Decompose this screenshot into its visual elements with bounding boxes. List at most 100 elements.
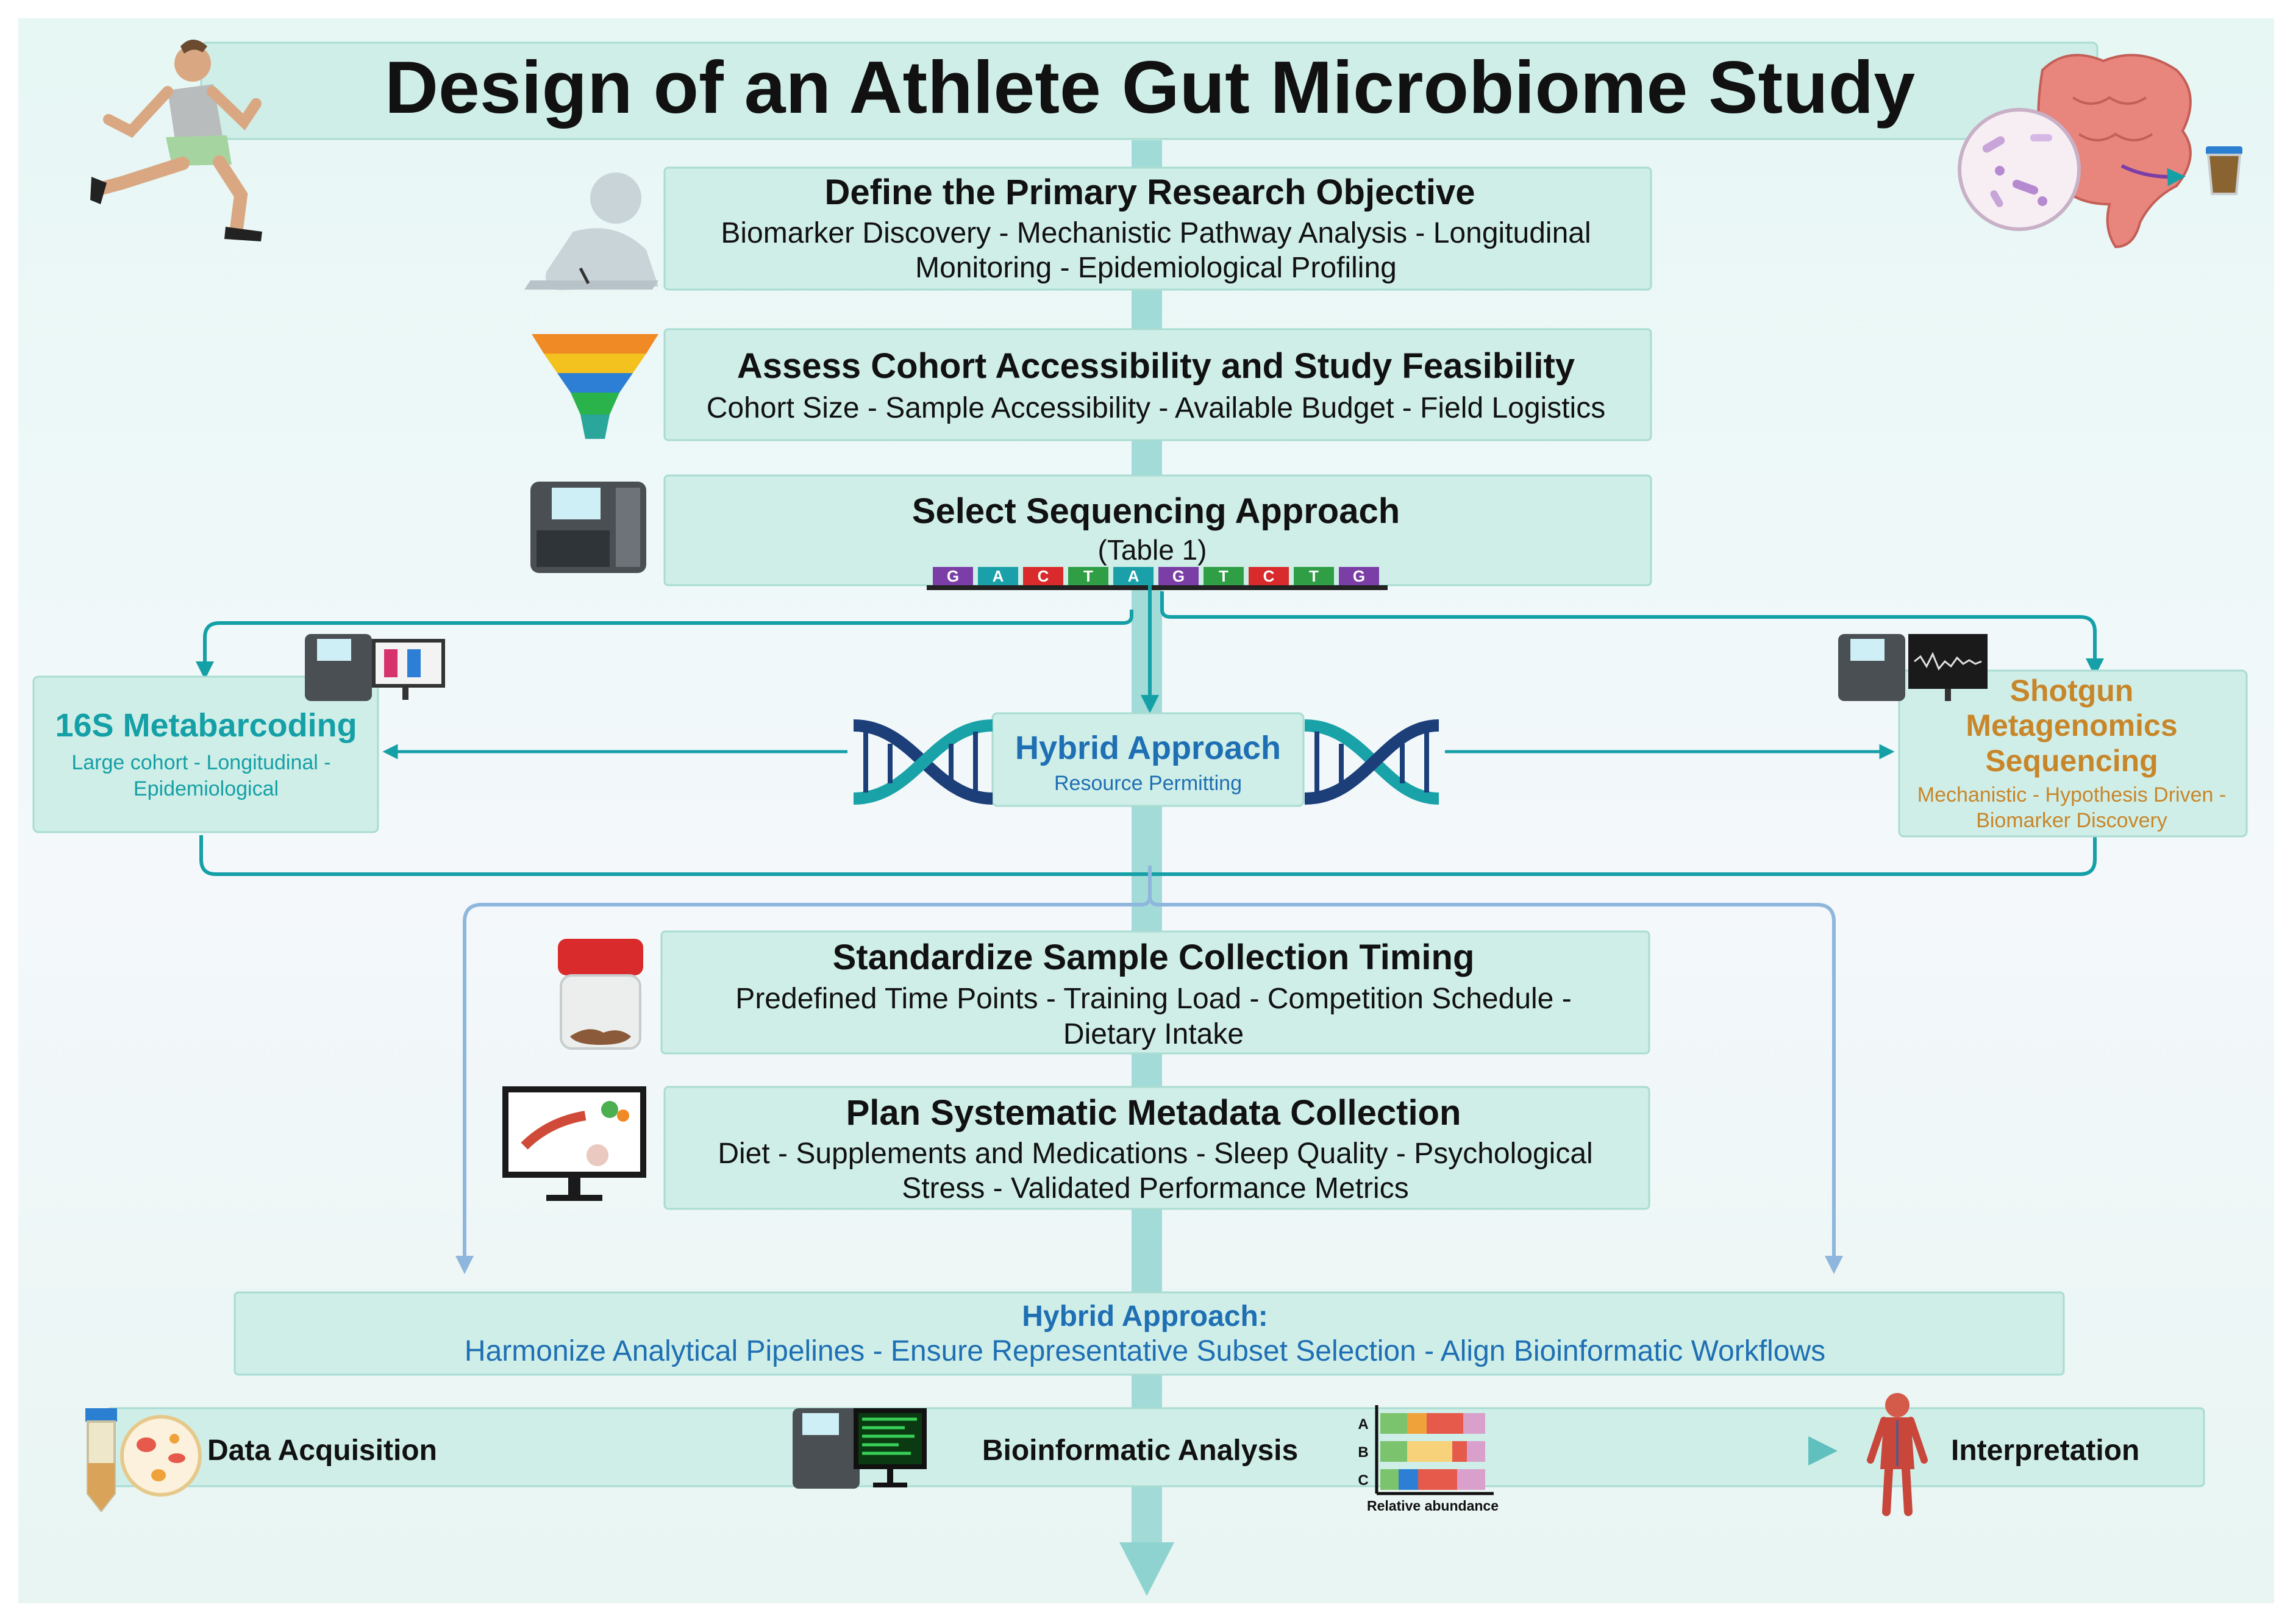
abundance-segment (1463, 1413, 1485, 1434)
sample-jar-icon (558, 939, 643, 1050)
metabarcoding-title: 16S Metabarcoding (55, 707, 357, 744)
sequencer-icon (305, 634, 445, 701)
bracket-line-right (1148, 866, 1843, 1274)
shotgun-title-line3: Sequencing (1985, 744, 2158, 778)
abundance-axis-label: Relative abundance (1367, 1498, 1499, 1514)
abundance-row-label: A (1358, 1416, 1368, 1433)
hybrid-method-box (991, 712, 1305, 807)
dna-base-letter: G (947, 567, 959, 585)
step3-heading: Select Sequencing Approach (912, 491, 1400, 531)
abundance-segment (1427, 1413, 1445, 1434)
dna-base-block (1294, 567, 1334, 585)
hybrid-method-title: Hybrid Approach (1015, 730, 1281, 766)
abundance-segment (1380, 1469, 1399, 1490)
abundance-segment (1407, 1413, 1427, 1434)
abundance-segment (1432, 1441, 1452, 1462)
sequencer-icon (530, 482, 646, 573)
abundance-row-label: B (1358, 1444, 1368, 1461)
dna-helix-icon (853, 719, 993, 805)
hybrid-harmonize-detail: Harmonize Analytical Pipelines - Ensure … (465, 1335, 1825, 1367)
stage-data-acquisition: Data Acquisition (207, 1434, 437, 1467)
dna-base-letter: A (1128, 567, 1139, 585)
step1-detail-line2: Monitoring - Epidemiological Profiling (915, 252, 1397, 284)
metabarcoding-box (32, 675, 379, 833)
metabarcoding-detail-line2: Epidemiological (134, 777, 279, 800)
metadata-monitor-icon (502, 1086, 646, 1201)
backbone-arrowhead (1119, 1542, 1174, 1596)
abundance-segment (1457, 1469, 1485, 1490)
split-line-right (1160, 591, 2104, 677)
dna-base-letter: G (1353, 567, 1365, 585)
hybrid-harmonize-title: Hybrid Approach: (1022, 1300, 1268, 1333)
stage-bioinformatic-analysis: Bioinformatic Analysis (982, 1434, 1298, 1467)
dna-base-letter: T (1083, 567, 1093, 585)
hybrid-method-detail: Resource Permitting (1054, 772, 1242, 795)
abundance-segment (1445, 1413, 1463, 1434)
objective-box (663, 166, 1652, 291)
dna-base-block (1204, 567, 1244, 585)
abundance-segment (1380, 1441, 1407, 1462)
shotgun-box (1898, 669, 2248, 838)
computer-icon (793, 1408, 927, 1489)
step3-table-ref: (Table 1) (1098, 534, 1207, 566)
petri-dish-icon (120, 1415, 202, 1497)
page-title: Design of an Athlete Gut Microbiome Stud… (385, 46, 1915, 129)
human-anatomy-icon (1867, 1393, 1928, 1516)
dna-base-letter: A (993, 567, 1004, 585)
abundance-segment (1418, 1469, 1430, 1490)
dna-base-letter: T (1309, 567, 1319, 585)
shotgun-title-line1: Shotgun (2010, 674, 2134, 708)
step1-detail-line1: Biomarker Discovery - Mechanistic Pathwa… (721, 217, 1591, 249)
step2-detail-line1: Cohort Size - Sample Accessibility - Ava… (707, 392, 1605, 424)
abundance-segment (1380, 1413, 1407, 1434)
dna-base-block (1158, 567, 1199, 585)
stage-interpretation: Interpretation (1951, 1434, 2139, 1467)
test-tube-icon (85, 1408, 117, 1513)
dna-base-block (1023, 567, 1063, 585)
dna-strip-base (927, 585, 1388, 590)
stool-sample-cup-icon (2206, 146, 2242, 195)
abundance-row-label: C (1358, 1472, 1368, 1489)
abundance-segment (1407, 1441, 1432, 1462)
collection-timing-detail-line2: Dietary Intake (1063, 1018, 1244, 1050)
metabarcoding-detail-line1: Large cohort - Longitudinal - (71, 751, 330, 774)
relative-abundance-chart: ABC (1358, 1405, 1494, 1495)
shotgun-detail-line2: Biomarker Discovery (1976, 809, 2167, 832)
dna-base-letter: G (1172, 567, 1185, 585)
sequencer-icon (1838, 634, 1988, 701)
runner-icon (90, 40, 262, 241)
metadata-heading: Plan Systematic Metadata Collection (846, 1093, 1461, 1133)
dna-base-block (933, 567, 973, 585)
dna-base-block (1113, 567, 1154, 585)
researcher-writing-icon (524, 173, 658, 290)
abundance-segment (1399, 1469, 1418, 1490)
collection-timing-box (660, 930, 1650, 1055)
funnel-icon (532, 334, 658, 439)
abundance-segment (1452, 1441, 1467, 1462)
dna-base-block (1339, 567, 1379, 585)
abundance-segment (1430, 1469, 1457, 1490)
dna-base-letter: C (1263, 567, 1275, 585)
hybrid-harmonize-box (234, 1291, 2065, 1376)
step2-heading: Assess Cohort Accessibility and Study Fe… (737, 346, 1575, 386)
dna-base-block (1068, 567, 1108, 585)
metadata-detail-line1: Diet - Supplements and Medications - Sle… (718, 1138, 1592, 1170)
dna-helix-icon (1304, 719, 1439, 805)
dna-base-letter: C (1038, 567, 1049, 585)
dna-base-block (1249, 567, 1289, 585)
gut-microbiome-icon (1958, 54, 2192, 249)
collection-timing-heading: Standardize Sample Collection Timing (833, 938, 1475, 977)
step1-heading: Define the Primary Research Objective (824, 173, 1475, 212)
abundance-segment (1467, 1441, 1485, 1462)
feasibility-box (663, 328, 1652, 441)
shotgun-detail-line1: Mechanistic - Hypothesis Driven - (1917, 783, 2226, 807)
dna-base-letter: T (1219, 567, 1229, 585)
collection-timing-detail-line1: Predefined Time Points - Training Load -… (735, 983, 1571, 1015)
shotgun-title-line2: Metagenomics (1966, 708, 2177, 743)
metadata-box (663, 1086, 1650, 1210)
split-line-left (196, 610, 1133, 680)
metadata-detail-line2: Stress - Validated Performance Metrics (902, 1172, 1408, 1205)
dna-base-block (978, 567, 1018, 585)
